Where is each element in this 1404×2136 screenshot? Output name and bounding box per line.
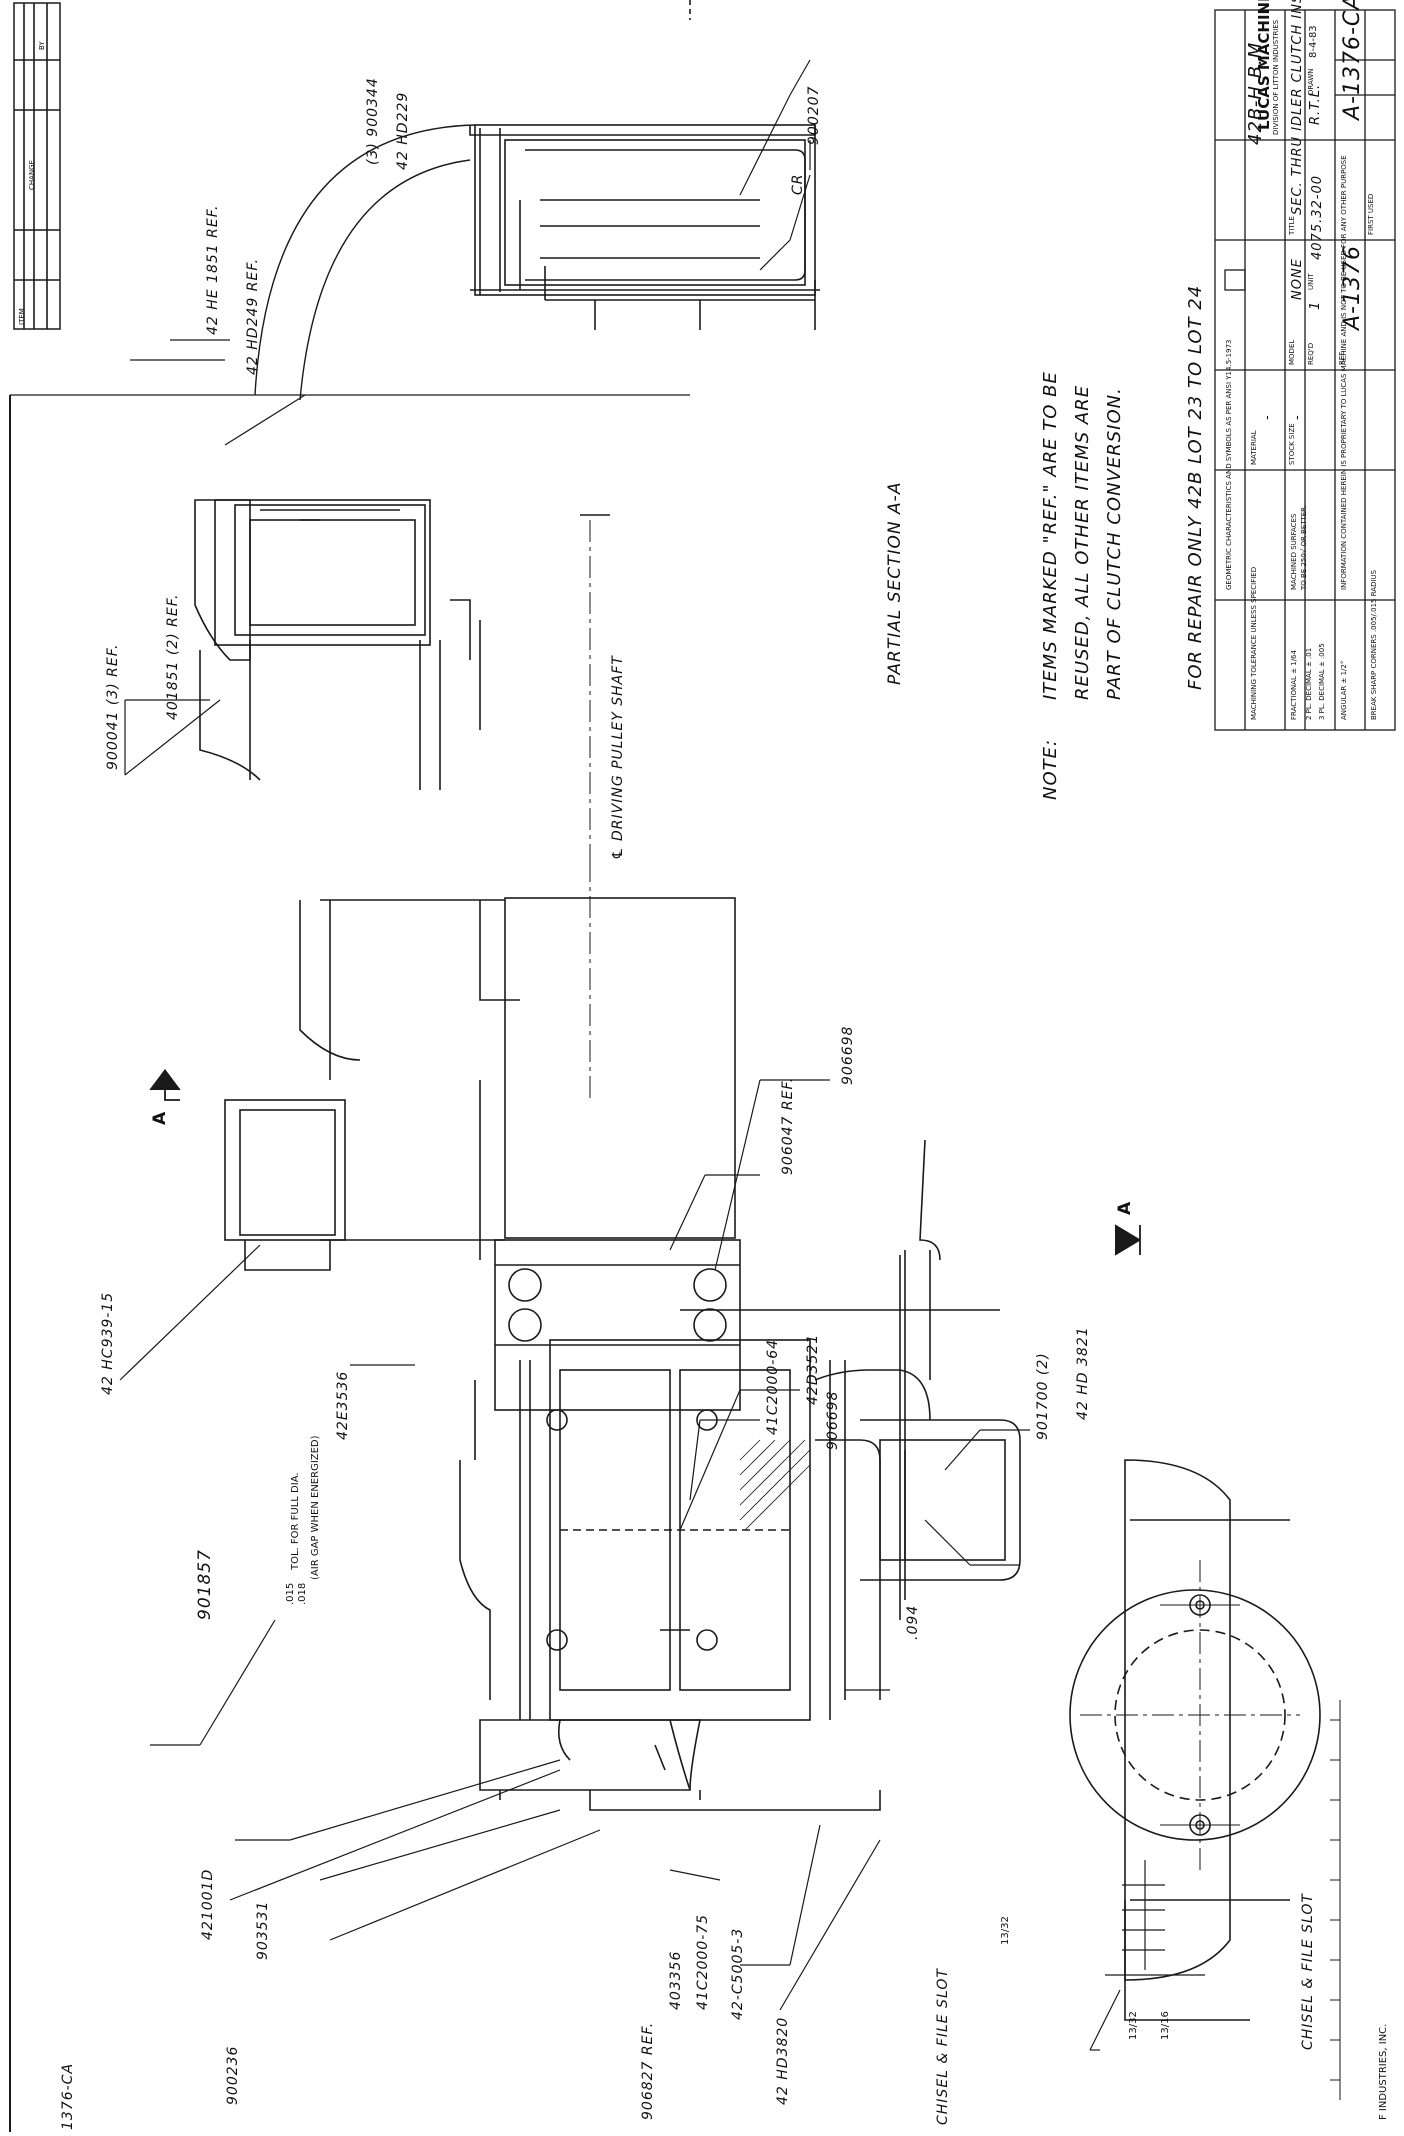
partial-section-label: PARTIAL SECTION A-A bbox=[885, 481, 905, 685]
company-name: LUCAS MACHINE bbox=[1255, 0, 1273, 130]
drawing-number: A-1376-CA bbox=[1340, 0, 1365, 120]
material-label: MATERIAL bbox=[1250, 430, 1258, 465]
note-line-2: REUSED, ALL OTHER ITEMS ARE bbox=[1072, 384, 1093, 700]
tol-angular: ANGULAR ± 1/2° bbox=[1340, 660, 1348, 720]
part-label-906047: 906047 REF. bbox=[780, 1076, 796, 1175]
dim-13-32-a: 13/32 bbox=[1000, 1916, 1011, 1945]
main-section-view bbox=[224, 897, 1021, 1811]
part-label-900041: 900041 (3) REF. bbox=[105, 643, 121, 770]
part-label-41c2000-64: 41C2000-64 bbox=[765, 1338, 781, 1435]
tolerance-heading: MACHINING TOLERANCE UNLESS SPECIFIED bbox=[1250, 566, 1258, 720]
section-marker-top: A bbox=[150, 1110, 170, 1125]
part-label-42hd3820: 42 HD3820 bbox=[775, 2016, 791, 2105]
repair-note: FOR REPAIR ONLY 42B LOT 23 TO LOT 24 bbox=[1185, 284, 1206, 690]
part-label-906827: 906827 REF. bbox=[640, 2021, 656, 2120]
reqd-label: REQ'D bbox=[1307, 342, 1315, 365]
part-label-42e3536: 42E3536 bbox=[335, 1370, 351, 1440]
part-label-901857: 901857 bbox=[195, 1549, 215, 1620]
part-label-42hd249: 42 HD249 REF. bbox=[245, 257, 261, 375]
part-label-421001d: 421001D bbox=[200, 1868, 216, 1940]
note-heading: NOTE: bbox=[1040, 738, 1061, 800]
tol-fractional: FRACTIONAL ± 1/64 bbox=[1290, 650, 1298, 720]
drawn-date: 8-4-83 bbox=[1308, 25, 1319, 58]
part-label-401851: 401851 (2) REF. bbox=[165, 593, 181, 720]
revision-col-item: ITEM bbox=[18, 308, 26, 325]
part-label-42hc939: 42 HC939-15 bbox=[100, 1291, 116, 1395]
part-label-403356: 403356 bbox=[668, 1950, 684, 2010]
geometric-heading: GEOMETRIC CHARACTERISTICS AND SYMBOLS AS… bbox=[1225, 339, 1233, 590]
part-label-906698-a: 906698 bbox=[840, 1025, 856, 1085]
company-subtitle: DIVISION OF LITTON INDUSTRIES bbox=[1272, 19, 1280, 135]
revision-col-change: CHANGE bbox=[28, 159, 36, 190]
leader-lines bbox=[119, 59, 1205, 2051]
dim-015: .015 bbox=[285, 1582, 296, 1605]
part-label-41c2000-75: 41C2000-75 bbox=[695, 1913, 711, 2010]
model-field-value: NONE bbox=[1290, 258, 1305, 300]
part-label-cr: CR bbox=[790, 173, 806, 195]
end-view bbox=[1069, 1459, 1341, 2100]
unit-label: UNIT bbox=[1307, 273, 1315, 290]
sheet-number-corner: 1376-CA bbox=[60, 2062, 76, 2130]
partial-section-view bbox=[194, 124, 820, 1100]
tol-3pl: 3 PL. DECIMAL ± .005 bbox=[1318, 643, 1326, 720]
part-label-903531: 903531 bbox=[255, 1900, 271, 1960]
note-line-1: ITEMS MARKED "REF." ARE TO BE bbox=[1040, 371, 1061, 700]
chisel-slot-label-left: CHISEL & FILE SLOT bbox=[935, 1968, 951, 2125]
stock-size-value: - bbox=[1290, 414, 1305, 420]
first-used-label: FIRST USED bbox=[1367, 193, 1375, 235]
part-label-42hd229: 42 HD229 bbox=[395, 91, 411, 170]
shaft-centerline-label: ℄ DRIVING PULLEY SHAFT bbox=[610, 655, 626, 860]
drawing-title: SEC. THRU IDLER CLUTCH INSTALLED SHF. bbox=[1290, 0, 1305, 215]
stock-size-label: STOCK SIZE bbox=[1288, 423, 1296, 465]
dim-13-16: 13/16 bbox=[1160, 2011, 1171, 2040]
section-marker-bottom: A bbox=[1115, 1200, 1135, 1215]
title-field-label: TITLE bbox=[1288, 216, 1296, 235]
tol-2pl: 2 PL. DECIMAL ± .01 bbox=[1305, 647, 1313, 720]
dim-094: .094 bbox=[905, 1604, 921, 1640]
part-label-901700: 901700 (2) bbox=[1035, 1352, 1051, 1440]
part-label-42d3521: 42D3521 bbox=[805, 1333, 821, 1405]
title-block-frame bbox=[1214, 9, 1396, 731]
part-label-42c5005: 42-C5005-3 bbox=[730, 1927, 746, 2020]
part-label-42hd3821: 42 HD 3821 bbox=[1075, 1326, 1091, 1420]
proprietary-notice: INFORMATION CONTAINED HEREIN IS PROPRIET… bbox=[1340, 155, 1348, 590]
part-label-900207: 900207 bbox=[806, 85, 822, 145]
machined-surfaces-label: MACHINED SURFACES bbox=[1290, 513, 1298, 590]
part-label-900344: (3) 900344 bbox=[365, 77, 381, 165]
revision-block bbox=[13, 2, 61, 330]
part-label-900236: 900236 bbox=[225, 2045, 241, 2105]
model-field-label: MODEL bbox=[1288, 339, 1296, 365]
tol-full-dia: TOL. FOR FULL DIA. bbox=[290, 1472, 301, 1570]
drawn-by: R.T.L. bbox=[1308, 83, 1323, 125]
air-gap-note: (AIR GAP WHEN ENERGIZED) bbox=[310, 1435, 321, 1580]
revision-col-by: BY bbox=[38, 41, 46, 50]
reqd-value: 1 bbox=[1308, 300, 1323, 310]
part-label-42he1851: 42 HE 1851 REF. bbox=[205, 204, 221, 335]
dim-13-32-b: 13/32 bbox=[1128, 2011, 1139, 2040]
part-label-906698-b: 906698 bbox=[825, 1390, 841, 1450]
tol-break: BREAK SHARP CORNERS .005/.015 RADIUS bbox=[1370, 569, 1378, 720]
dim-018: .018 bbox=[297, 1582, 308, 1605]
unit-value: 4075.32-00 bbox=[1310, 175, 1325, 260]
note-line-3: PART OF CLUTCH CONVERSION. bbox=[1104, 387, 1125, 700]
chisel-slot-label-right: CHISEL & FILE SLOT bbox=[1300, 1893, 1316, 2050]
printer-footer: F INDUSTRIES, INC. bbox=[1378, 2023, 1389, 2120]
material-value: - bbox=[1260, 414, 1275, 420]
machined-surfaces-value: TO BE 250√ OR BETTER. bbox=[1300, 504, 1308, 590]
